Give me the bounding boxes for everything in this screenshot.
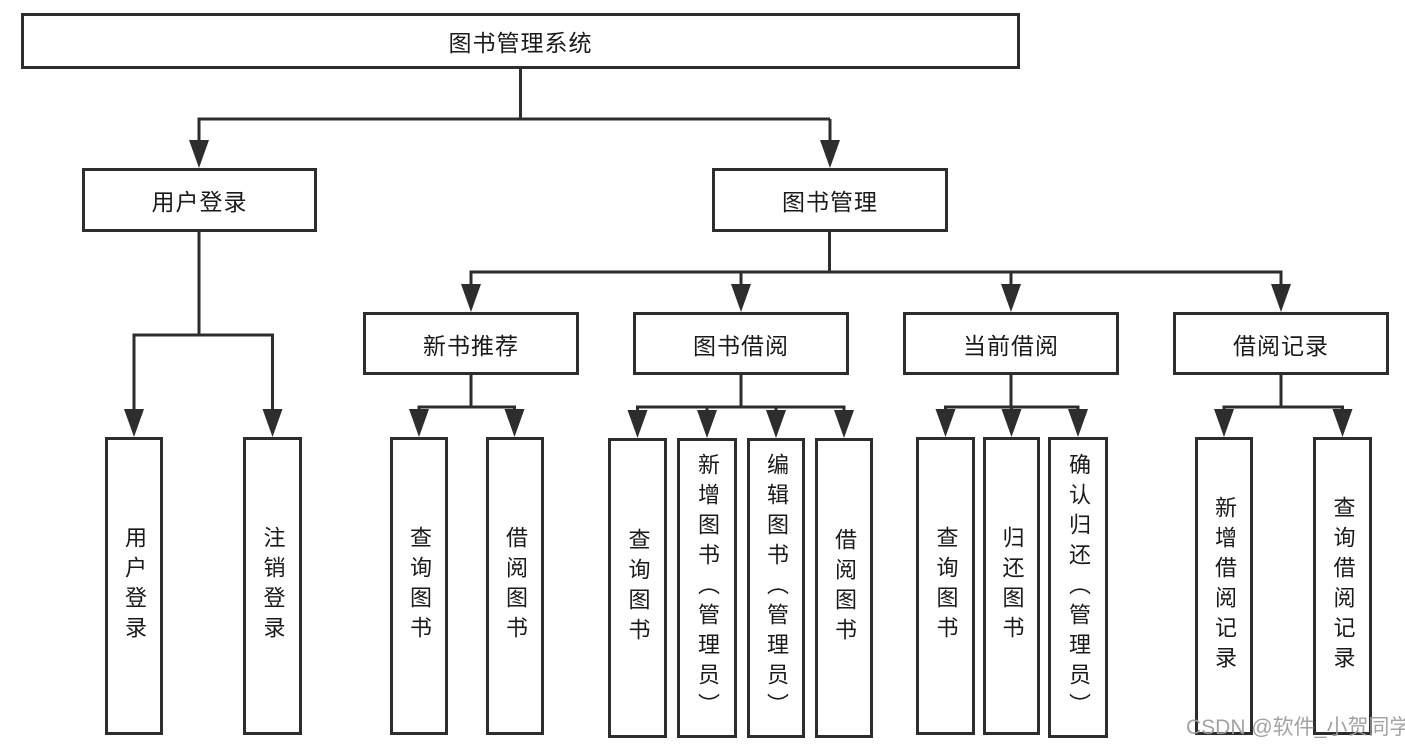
node-book-borrow: 图书借阅 [633,312,849,375]
leaf-query-borrow-record-label: 查询借阅记录 [1330,496,1356,676]
leaf-query-books-borrow: 查询图书 [608,438,667,738]
node-current-borrow: 当前借阅 [903,312,1119,375]
leaf-borrow-books: 借阅图书 [815,438,873,738]
leaf-edit-books-admin-label: 编辑图书（管理员） [764,453,789,723]
leaf-user-login: 用户登录 [105,437,163,735]
leaf-user-login-label: 用户登录 [122,526,147,646]
leaf-query-books-borrow-label: 查询图书 [625,528,651,648]
node-book-management-label: 图书管理 [782,189,878,215]
leaf-return-books-label: 归还图书 [999,526,1025,646]
node-new-book-recommend: 新书推荐 [363,312,579,375]
leaf-borrow-books-recommend-label: 借阅图书 [503,526,528,646]
node-user-login-label: 用户登录 [151,189,248,215]
leaf-borrow-books-recommend: 借阅图书 [486,437,544,735]
leaf-return-books: 归还图书 [983,437,1040,735]
leaf-query-borrow-record: 查询借阅记录 [1313,437,1372,735]
node-borrow-records-label: 借阅记录 [1233,332,1329,359]
csdn-watermark: CSDN @软件_小贺同学 [1186,716,1405,739]
node-root-label: 图书管理系统 [448,30,593,56]
node-user-login: 用户登录 [82,168,317,232]
node-book-borrow-label: 图书借阅 [693,332,789,359]
leaf-logout: 注销登录 [243,437,302,735]
node-book-management: 图书管理 [712,168,948,232]
leaf-query-books-current: 查询图书 [916,437,975,735]
leaf-confirm-return-admin-label: 确认归还（管理员） [1066,452,1091,723]
leaf-edit-books-admin: 编辑图书（管理员） [747,438,805,738]
leaf-query-books-recommend: 查询图书 [390,437,448,735]
leaf-logout-label: 注销登录 [260,526,286,646]
leaf-query-books-current-label: 查询图书 [933,526,959,646]
leaf-add-borrow-record-label: 新增借阅记录 [1212,496,1237,676]
leaf-confirm-return-admin: 确认归还（管理员） [1048,437,1108,738]
node-current-borrow-label: 当前借阅 [963,332,1059,359]
leaf-borrow-books-label: 借阅图书 [832,528,857,648]
leaf-add-books-admin: 新增图书（管理员） [677,438,737,738]
node-new-book-recommend-label: 新书推荐 [423,332,519,359]
node-root-system: 图书管理系统 [21,13,1020,69]
leaf-add-borrow-record: 新增借阅记录 [1195,437,1253,735]
leaf-add-books-admin-label: 新增图书（管理员） [695,453,720,723]
leaf-query-books-recommend-label: 查询图书 [407,526,432,646]
node-borrow-records: 借阅记录 [1173,312,1389,375]
